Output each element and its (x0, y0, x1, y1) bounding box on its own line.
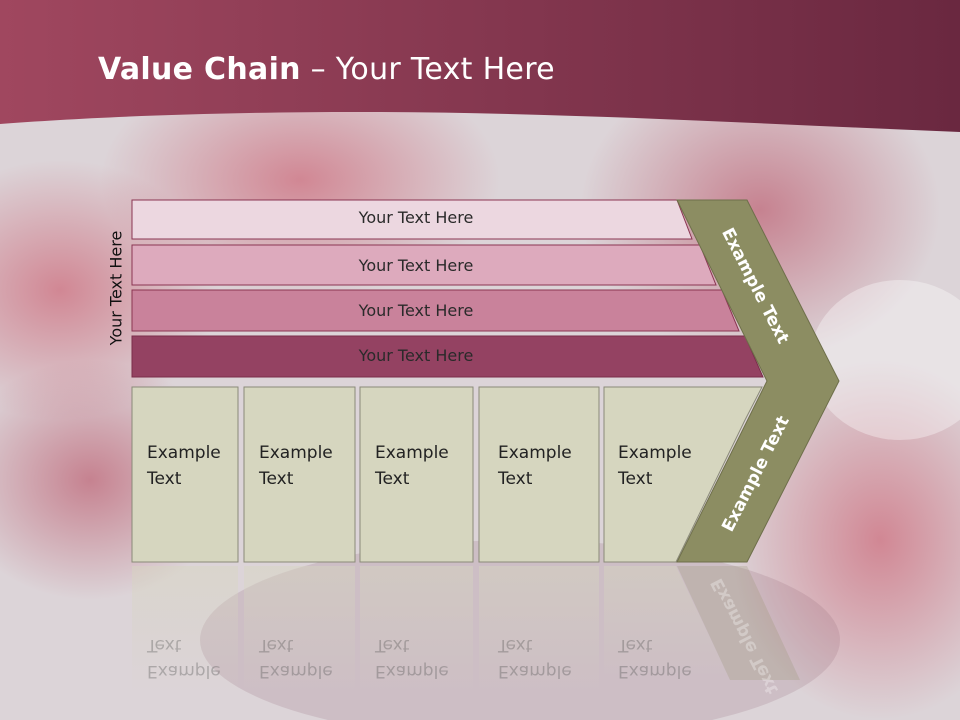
bar-label-3: Your Text Here (358, 301, 474, 320)
box-1-shape (131, 386, 239, 563)
box-reflection-2-line2: Text (259, 635, 294, 655)
box-reflection-4: Example Text (498, 632, 572, 684)
box-3-line2: Text (375, 469, 410, 489)
box-reflection-3-line1: Example (375, 661, 449, 681)
box-reflection-4-line2: Text (498, 635, 533, 655)
box-reflection-3-line2: Text (375, 635, 410, 655)
box-2-line2: Text (259, 469, 294, 489)
chevron-shape (676, 199, 840, 563)
bar-2-shape (131, 244, 717, 286)
page-title: Value Chain – Your Text Here (98, 52, 555, 87)
bar-label-1: Your Text Here (358, 208, 474, 227)
bar-3-shape (131, 289, 740, 332)
box-reflection-5-line1: Example (618, 661, 692, 681)
box-4-line1: Example (498, 443, 572, 463)
box-text-4: Example Text (498, 440, 572, 492)
bar-4-shape (131, 335, 764, 378)
bar-1-shape (131, 199, 693, 240)
box-1-line2: Text (147, 469, 182, 489)
side-label: Your Text Here (106, 230, 126, 346)
box-text-2: Example Text (259, 440, 333, 492)
title-rest: – Your Text Here (300, 52, 555, 87)
box-reflection-3: Example Text (375, 632, 449, 684)
box-3-line1: Example (375, 443, 449, 463)
title-bold: Value Chain (98, 52, 301, 87)
header-band (0, 0, 960, 132)
box-4-shape (478, 386, 600, 563)
box-2-shape (243, 386, 356, 563)
box-reflection-5: Example Text (618, 632, 692, 684)
box-text-5: Example Text (618, 440, 692, 492)
box-2-line1: Example (259, 443, 333, 463)
bar-label-2: Your Text Here (358, 256, 474, 275)
bar-label-4: Your Text Here (358, 346, 474, 365)
box-reflection-2-line1: Example (259, 661, 333, 681)
box-text-3: Example Text (375, 440, 449, 492)
box-reflection-4-line1: Example (498, 661, 572, 681)
box-reflection-2: Example Text (259, 632, 333, 684)
box-5-line2: Text (618, 469, 653, 489)
box-5-line1: Example (618, 443, 692, 463)
box-text-1: Example Text (147, 440, 221, 492)
box-reflection-5-line2: Text (618, 635, 653, 655)
box-1-line1: Example (147, 443, 221, 463)
box-5-shape (603, 386, 763, 563)
box-4-line2: Text (498, 469, 533, 489)
box-reflection-1-line1: Example (147, 661, 221, 681)
box-3-shape (359, 386, 474, 563)
box-reflection-1-line2: Text (147, 635, 182, 655)
box-reflection-1: Example Text (147, 632, 221, 684)
